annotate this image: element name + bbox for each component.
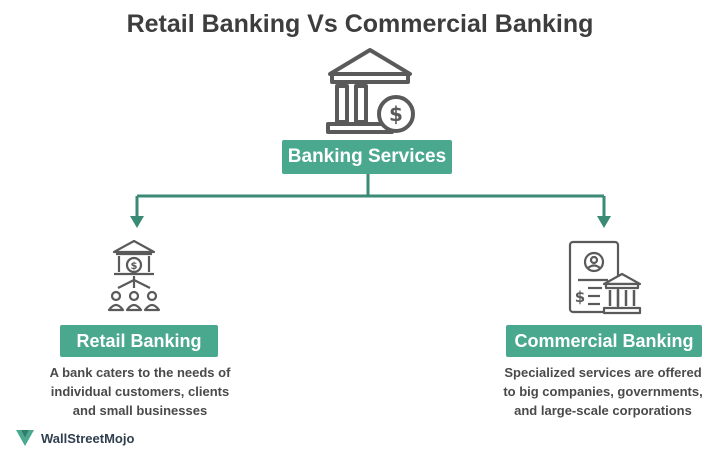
diagram-title: Retail Banking Vs Commercial Banking: [126, 10, 594, 38]
bank-customers-icon: $: [107, 239, 161, 312]
brand-logo: WallStreetMojo: [14, 428, 134, 448]
svg-text:$: $: [389, 102, 403, 126]
wallstreetmojo-logo-icon: [16, 430, 34, 446]
commercial-desc-line: Specialized services are offered: [504, 365, 702, 380]
commercial-desc-line: and large-scale corporations: [514, 403, 692, 418]
commercial-banking-description: Specialized services are offered to big …: [478, 363, 720, 420]
commercial-banking-box: Commercial Banking: [506, 325, 702, 357]
retail-desc-line: and small businesses: [72, 403, 208, 418]
retail-banking-description: A bank caters to the needs of individual…: [20, 363, 260, 420]
svg-text:$: $: [131, 261, 138, 272]
retail-banking-box: Retail Banking: [60, 325, 218, 357]
brand-name: WallStreetMojo: [41, 430, 135, 446]
commercial-desc-line: to big companies, governments,: [503, 384, 703, 399]
bank-dollar-icon: $: [326, 48, 415, 134]
retail-desc-line: individual customers, clients: [50, 384, 230, 399]
svg-text:$: $: [575, 288, 585, 306]
banking-services-box: Banking Services: [282, 140, 452, 174]
document-bank-icon: $: [568, 240, 642, 315]
retail-desc-line: A bank caters to the needs of: [49, 365, 231, 380]
